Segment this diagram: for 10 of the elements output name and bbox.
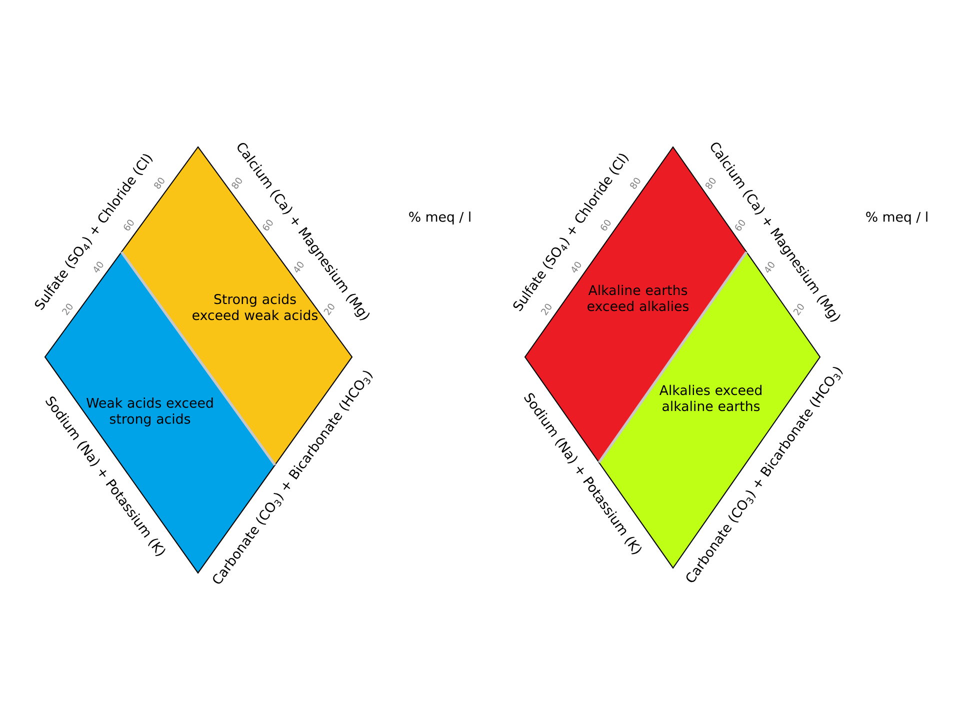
unit-label: % meq / l [409,212,470,224]
tick-label: 20 [793,304,804,316]
tick-label: 80 [630,178,640,189]
tick-label: 40 [94,262,104,273]
unit-label: % meq / l [866,212,928,224]
tick-label: 60 [262,220,273,230]
tick-label: 80 [154,178,164,189]
tick-label: 20 [324,304,334,316]
tick-label: 40 [572,262,581,273]
tick-label: 60 [735,220,745,231]
